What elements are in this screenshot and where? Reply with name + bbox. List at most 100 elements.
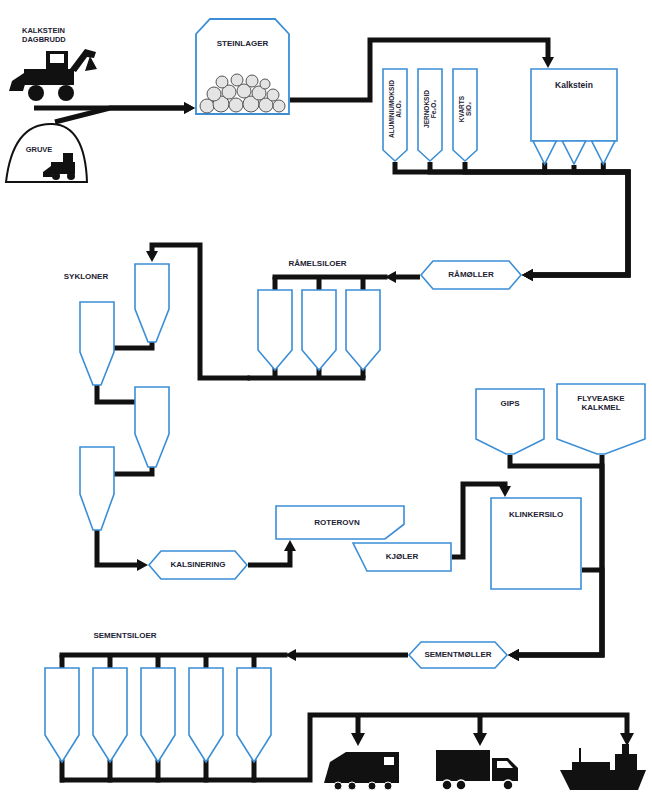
- truck-wheel: [456, 780, 466, 790]
- arrow-head: [508, 649, 519, 661]
- node-label: KJØLER: [386, 552, 418, 561]
- connector-line: [293, 653, 408, 658]
- cab-window: [50, 54, 64, 63]
- mill-outline: [421, 261, 521, 289]
- arrow-head: [146, 251, 158, 262]
- rock: [229, 98, 243, 112]
- node-label: STEINLAGER: [217, 39, 269, 48]
- train-icon: [324, 752, 399, 790]
- flow-connector: [97, 537, 148, 571]
- node-outline: [40, 630, 285, 765]
- boom: [70, 49, 96, 72]
- additive-silo: ALUMINIUMOKSID Al₂O₃: [382, 68, 408, 162]
- label-area: Kalkstein: [534, 78, 614, 94]
- connector-line: [530, 165, 628, 275]
- silo-outline: [93, 668, 127, 762]
- cyclone-outline: [80, 302, 114, 385]
- hopper-outline: [533, 141, 556, 164]
- feed-drop: [252, 655, 257, 668]
- silo-outline: [189, 668, 223, 762]
- building-outline: [196, 19, 289, 114]
- wheel: [58, 85, 74, 101]
- label-area: RÅMELSILOER: [250, 258, 385, 270]
- node-label: RÅMELSILOER: [288, 259, 346, 268]
- dig-bucket: [85, 56, 97, 71]
- arrow-head: [542, 57, 554, 68]
- node-label: KALKSTEIN DAGBRUDD: [22, 27, 90, 44]
- rock: [273, 100, 285, 112]
- silo-outline: [531, 69, 617, 141]
- node-label: SEMENTSILOER: [93, 631, 156, 640]
- silo-outline: [346, 290, 380, 370]
- clinker-silo: KLINKERSILO: [490, 497, 582, 590]
- outlet-lines: [62, 165, 603, 780]
- label-area: STEINLAGER: [201, 36, 284, 52]
- connector-line: [393, 275, 420, 280]
- gas-duct: [114, 340, 152, 348]
- silo-outline: [258, 290, 292, 370]
- label-area: RÅMØLLER: [434, 260, 508, 290]
- node-label: GRUVE: [26, 146, 53, 155]
- ship-funnel: [622, 744, 629, 754]
- feed-manifold: [275, 275, 385, 280]
- silo-outline: [383, 69, 407, 161]
- silo-outline: [418, 69, 442, 161]
- additive-silo: JERNOKSID Fe₂O₃: [417, 68, 443, 162]
- silo-outline: [237, 668, 271, 762]
- cooler-outline: [353, 543, 451, 571]
- rock: [260, 79, 270, 89]
- feed-drop: [361, 277, 366, 290]
- mill-outline: [149, 551, 247, 579]
- raw-mill: RÅMØLLER: [420, 260, 522, 290]
- node-label: FLYVEASKE KALKMEL: [560, 394, 642, 412]
- label-area: GRUVE: [19, 144, 59, 156]
- train-body: [324, 752, 399, 783]
- kiln-outline: [276, 506, 404, 539]
- connector-line: [97, 537, 140, 565]
- flow-connector: [55, 102, 195, 122]
- rock: [267, 89, 279, 101]
- flow-connector: [522, 165, 628, 281]
- feed-drop: [108, 655, 113, 668]
- silo-outline: [302, 290, 336, 370]
- cyclone-outline: [135, 264, 169, 342]
- outlet-manifold: [250, 376, 363, 381]
- box-outline: [491, 498, 581, 589]
- arrow-head: [508, 649, 519, 661]
- flow-connector: [285, 649, 408, 661]
- additive-silo: FLYVEASKE KALKMEL: [556, 383, 646, 455]
- loader-wheel: [67, 172, 75, 180]
- gas-duct: [114, 465, 152, 474]
- label-area: KVARTS SiO₂: [452, 68, 478, 150]
- silo-outline: [141, 668, 175, 762]
- limestone-silo: Kalkstein: [530, 68, 618, 165]
- flow-connector: [248, 540, 296, 565]
- arrow-head: [522, 269, 533, 281]
- label-area: KALKSTEIN DAGBRUDD: [22, 25, 90, 47]
- node-label: KVARTS SiO₂: [458, 96, 473, 122]
- label-area: ROTEROVN: [281, 505, 393, 540]
- cement-silos: SEMENTSILOER: [40, 630, 285, 765]
- feed-drop: [60, 655, 65, 668]
- cooler-box: KJØLER: [352, 542, 452, 572]
- rock: [207, 87, 221, 101]
- truck-wheel: [442, 780, 452, 790]
- calciner-box: KALSINERING: [148, 550, 248, 580]
- arrow-head: [473, 733, 487, 746]
- label-area: JERNOKSID Fe₂O₃: [417, 68, 443, 150]
- cement-mill: SEMENTMØLLER: [408, 641, 508, 669]
- node-label: SYKLONER: [64, 272, 108, 281]
- arrow-head: [184, 102, 195, 114]
- node-outline: [195, 18, 290, 115]
- arrow-head: [137, 559, 148, 571]
- silo-outline: [476, 389, 544, 454]
- train-wheel: [384, 782, 392, 790]
- node-label: KALSINERING: [170, 560, 225, 569]
- train-wheel: [368, 782, 376, 790]
- silo-outline: [45, 668, 79, 762]
- node-outline: [556, 383, 646, 455]
- truck-window: [497, 761, 513, 768]
- node-label: SEMENTMØLLER: [424, 650, 491, 659]
- label-area: ALUMINIUMOKSID Al₂O₃: [382, 68, 408, 150]
